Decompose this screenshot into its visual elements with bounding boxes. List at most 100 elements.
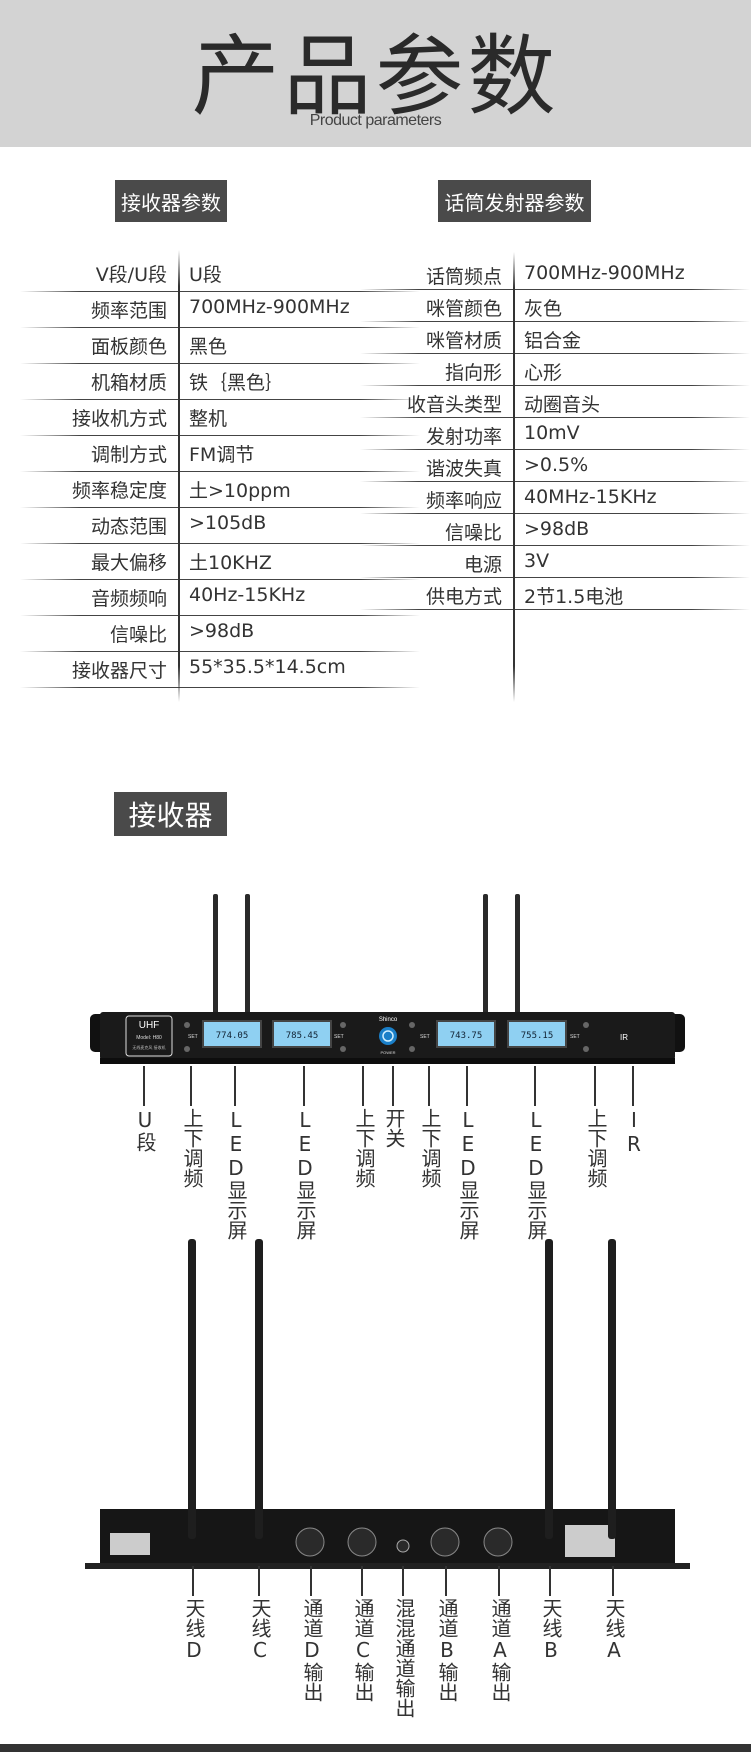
spec-row: 谐波失真>0.5% [360,450,750,482]
row-divider [20,291,420,292]
row-divider [360,385,750,386]
row-divider [20,543,420,544]
up-button[interactable] [583,1022,589,1028]
up-button[interactable] [340,1022,346,1028]
spec-value: >0.5% [524,454,589,476]
spec-row: 咪管材质铝合金 [360,322,750,354]
down-button[interactable] [184,1046,190,1052]
receiver-section-badge: 接收器 [114,792,227,836]
spec-row: 信噪比>98dB [360,514,750,546]
spec-value: 10mV [524,422,580,444]
spec-value: 灰色 [524,298,563,320]
mic-params-badge: 话筒发射器参数 [438,180,591,222]
row-divider [360,609,750,610]
spec-key: 供电方式 [425,586,502,608]
xlr-connector-icon[interactable] [430,1527,460,1557]
callout-line [258,1566,260,1596]
spec-value: 心形 [524,362,563,384]
spec-value: 铝合金 [524,330,582,352]
down-button[interactable] [583,1046,589,1052]
spec-row: 机箱材质铁｛黑色｝ [20,364,420,400]
callout-label: 天线A [602,1598,626,1662]
row-divider [20,615,420,616]
callout-line [361,1566,363,1596]
antenna-icon [255,1239,263,1539]
model-label: Model: H80 [136,1035,162,1041]
spec-key: 信噪比 [109,624,167,646]
row-divider [360,577,750,578]
up-button[interactable] [409,1022,415,1028]
set-label: SET [420,1034,430,1040]
spec-key: 频率响应 [425,490,502,512]
spec-value: 土>10ppm [189,480,291,502]
mix-output-jack-icon[interactable] [396,1539,410,1553]
row-divider [360,353,750,354]
callout-label: 通道C输出 [351,1598,375,1702]
down-button[interactable] [340,1046,346,1052]
spec-row: 指向形心形 [360,354,750,386]
lcd-readout: 755.15 [521,1031,554,1041]
down-button[interactable] [409,1046,415,1052]
antenna-icon [608,1239,616,1539]
xlr-connector-icon[interactable] [483,1527,513,1557]
spec-row: 供电方式 2节1.5电池 [360,578,750,610]
spec-key: 调制方式 [90,444,167,466]
spec-key: 频率范围 [90,300,167,322]
xlr-connector-icon[interactable] [295,1527,325,1557]
spec-key: 咪管材质 [425,330,502,352]
spec-key: 信噪比 [444,522,502,544]
receiver-params-badge: 接收器参数 [115,180,227,222]
set-label: SET [334,1034,344,1040]
sub-label: 无线麦克风 接收机 [132,1044,165,1050]
row-divider [360,289,750,290]
spec-value: >105dB [189,512,267,534]
row-divider [20,687,420,688]
spec-row: 频率响应 40MHz-15KHz [360,482,750,514]
spec-row: 信噪比>98dB [20,616,420,652]
power-button[interactable] [379,1027,397,1045]
up-button[interactable] [184,1022,190,1028]
row-divider [20,327,420,328]
callout-line [466,1066,468,1106]
spec-value: U段 [189,264,222,286]
spec-value: 整机 [189,408,228,430]
spec-value: 土10KHZ [189,552,272,574]
callout-label: 天线C [248,1598,272,1662]
spec-key: 音频频响 [90,588,167,610]
lcd-readout: 743.75 [450,1031,483,1041]
spec-row: 面板颜色黑色 [20,328,420,364]
callout-line [534,1066,536,1106]
spec-row: 最大偏移土10KHZ [20,544,420,580]
spec-value: 动圈音头 [524,394,601,416]
spec-value: 40MHz-15KHz [524,486,657,508]
spec-row: 咪管颜色灰色 [360,290,750,322]
lcd-readout: 785.45 [286,1031,319,1041]
callout-label: 上下调频 [418,1108,442,1188]
ir-label: IR [620,1033,628,1042]
callout-line [192,1566,194,1596]
power-label: POWER [380,1050,395,1055]
spec-value: 铁｛黑色｝ [189,372,285,394]
row-divider [20,579,420,580]
callout-label: 上下调频 [352,1108,376,1188]
spec-value: 3V [524,550,550,572]
callout-label: IR [622,1108,646,1156]
spec-row: 动态范围>105dB [20,508,420,544]
spec-value: 2节1.5电池 [524,586,624,608]
callout-label: LED显示屏 [456,1108,480,1240]
uhf-label: UHF [139,1020,160,1031]
callout-line [445,1566,447,1596]
antenna-icon [515,894,520,1014]
callout-label: LED显示屏 [293,1108,317,1240]
spec-value: 700MHz-900MHz [189,296,350,318]
row-divider [360,545,750,546]
antenna-icon [483,894,488,1014]
set-label: SET [188,1034,198,1040]
xlr-connector-icon[interactable] [347,1527,377,1557]
